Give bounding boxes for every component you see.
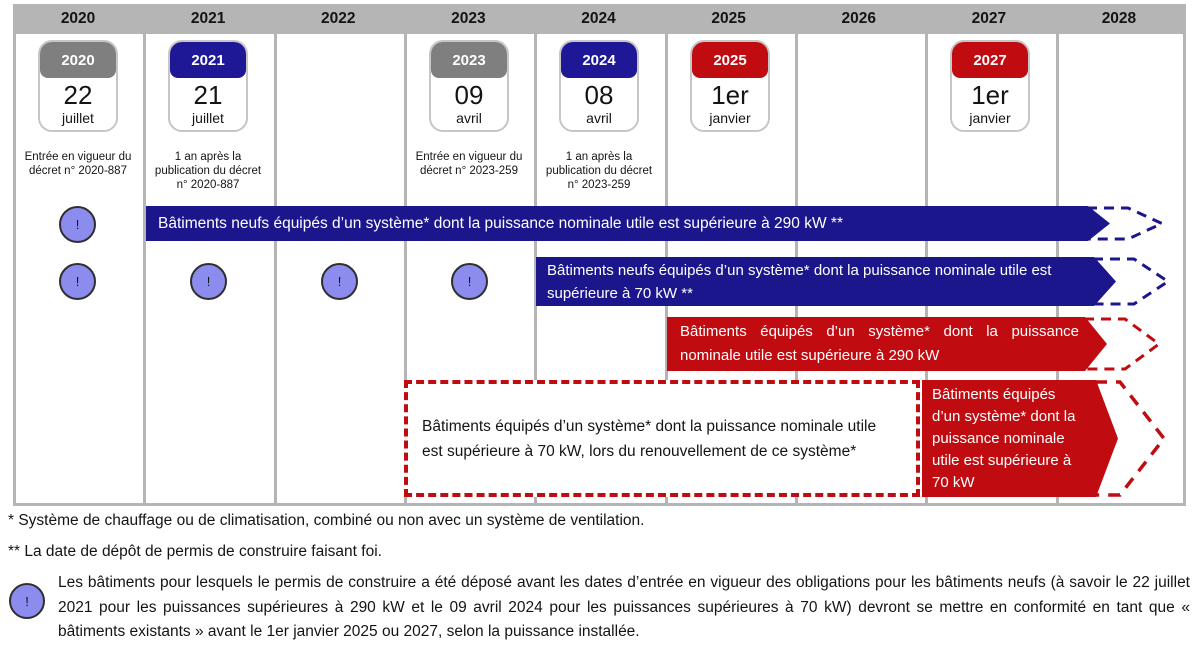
year-label-2023: 2023 [451, 10, 486, 27]
calendar-day: 22 [63, 80, 93, 110]
alert-icon: ! [451, 263, 488, 300]
calendar-card-2021: 2021 21 juillet [168, 40, 248, 132]
bar-label: Bâtiments équipés d’un système* dont la … [680, 323, 1079, 364]
year-label-2028: 2028 [1101, 10, 1137, 27]
column-divider [665, 4, 668, 505]
milestone-caption-2023: Entrée en vigueur du décret n° 2023-259 [415, 151, 523, 177]
column-divider [925, 4, 928, 505]
bar-label: Bâtiments équipés d’un système* dont la … [422, 417, 877, 460]
footnote-asterisk: * Système de chauffage ou de climatisati… [8, 512, 645, 529]
column-divider [143, 4, 146, 505]
calendar-month: janvier [709, 110, 751, 126]
grid-bottom-border [13, 503, 1186, 506]
bar-existants-70kw: Bâtiments équipés d’un système* dont la … [922, 380, 1167, 497]
year-label-2024: 2024 [581, 10, 616, 27]
calendar-card-2024: 2024 08 avril [559, 40, 639, 132]
alert-icon: ! [59, 206, 96, 243]
calendar-day: 1er [971, 80, 1009, 110]
dashed-arrow-icon [1095, 380, 1167, 497]
calendar-month: juillet [62, 110, 94, 126]
alert-note-text: Les bâtiments pour lesquels le permis de… [58, 574, 1190, 640]
column-divider [1056, 4, 1059, 505]
column-divider [404, 4, 407, 505]
column-divider [534, 4, 537, 505]
calendar-day: 21 [193, 80, 223, 110]
bar-label: Bâtiments neufs équipés d’un système* do… [547, 261, 1052, 302]
year-label-2022: 2022 [321, 10, 356, 27]
column-divider [13, 4, 16, 505]
calendar-year-badge: 2027 [952, 42, 1028, 78]
year-label-2027: 2027 [971, 10, 1007, 27]
calendar-year-badge: 2023 [431, 42, 507, 78]
alert-icon: ! [321, 263, 358, 300]
bar-existants-290kw: Bâtiments équipés d’un système* dont la … [667, 317, 1162, 371]
alert-icon: ! [59, 263, 96, 300]
bar-label: Bâtiments neufs équipés d’un système* do… [158, 214, 843, 232]
column-divider [795, 4, 798, 505]
dashed-arrow-icon [1087, 206, 1166, 241]
calendar-day: 09 [454, 80, 484, 110]
calendar-card-2027: 2027 1er janvier [950, 40, 1030, 132]
calendar-day: 1er [711, 80, 749, 110]
dashed-arrow-icon [1093, 257, 1171, 306]
milestone-caption-2020: Entrée en vigueur du décret n° 2020-887 [24, 151, 132, 177]
column-divider [1183, 4, 1186, 505]
footnote-double-asterisk: ** La date de dépôt de permis de constru… [8, 543, 382, 560]
alert-icon: ! [9, 583, 45, 619]
calendar-year-badge: 2021 [170, 42, 246, 78]
calendar-month: janvier [969, 110, 1011, 126]
calendar-month: avril [456, 110, 482, 126]
year-label-2025: 2025 [711, 10, 746, 27]
milestone-caption-2021: 1 an après la publication du décret n° 2… [154, 151, 262, 191]
calendar-year-badge: 2025 [692, 42, 768, 78]
year-label-2021: 2021 [190, 10, 226, 27]
calendar-year-badge: 2020 [40, 42, 116, 78]
calendar-day: 08 [584, 80, 614, 110]
bar-label: Bâtiments équipés d’un système* dont la … [932, 385, 1076, 491]
bar-neufs-290kw: Bâtiments neufs équipés d’un système* do… [146, 206, 1166, 241]
calendar-month: juillet [192, 110, 224, 126]
dashed-arrow-icon [1084, 317, 1162, 371]
bar-neufs-70kw: Bâtiments neufs équipés d’un système* do… [536, 257, 1171, 306]
calendar-card-2025: 2025 1er janvier [690, 40, 770, 132]
calendar-month: avril [586, 110, 612, 126]
column-divider [274, 4, 277, 505]
calendar-year-badge: 2024 [561, 42, 637, 78]
calendar-card-2020: 2020 22 juillet [38, 40, 118, 132]
box-renouvellement-70kw: Bâtiments équipés d’un système* dont la … [404, 380, 920, 497]
year-label-2026: 2026 [841, 10, 876, 27]
milestone-caption-2024: 1 an après la publication du décret n° 2… [545, 151, 653, 191]
year-label-2020: 2020 [60, 10, 96, 27]
year-band: 2020 2021 2022 2023 2024 2025 2026 2027 … [13, 4, 1184, 34]
calendar-card-2023: 2023 09 avril [429, 40, 509, 132]
alert-icon: ! [190, 263, 227, 300]
